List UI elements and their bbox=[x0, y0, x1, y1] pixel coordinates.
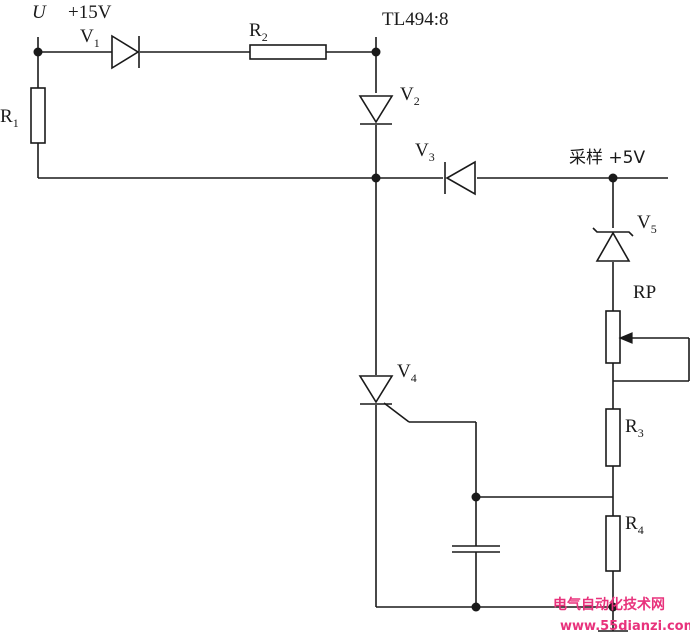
label-v4: V4 bbox=[397, 361, 417, 385]
watermark-url: www.55dianzi.com bbox=[560, 619, 690, 634]
label-r2: R2 bbox=[249, 20, 268, 44]
diode-v2 bbox=[358, 95, 394, 125]
label-rp: RP bbox=[633, 282, 656, 303]
label-r4: R4 bbox=[625, 513, 644, 537]
label-plus15v: +15V bbox=[68, 2, 112, 23]
label-r3: R3 bbox=[625, 416, 644, 440]
thyristor-v4 bbox=[358, 375, 394, 405]
label-tl494: TL494:8 bbox=[382, 9, 449, 30]
resistor-r3 bbox=[605, 408, 621, 467]
potentiometer-rp bbox=[605, 310, 633, 364]
diode-v1 bbox=[111, 34, 140, 70]
resistor-r1 bbox=[30, 87, 46, 144]
label-v2: V2 bbox=[400, 84, 420, 108]
watermark-title: 电气自动化技术网 bbox=[553, 596, 665, 613]
label-r1: R1 bbox=[0, 106, 19, 130]
capacitor bbox=[452, 545, 500, 553]
resistor-r2 bbox=[249, 44, 327, 60]
resistor-r4 bbox=[605, 515, 621, 572]
diode-v3 bbox=[444, 160, 476, 196]
label-sampling: 采样 +5V bbox=[569, 148, 645, 168]
label-v5: V5 bbox=[637, 212, 657, 236]
junction-dots bbox=[33, 47, 618, 612]
label-v3: V3 bbox=[415, 140, 435, 164]
label-u: U bbox=[32, 2, 47, 23]
label-v1: V1 bbox=[80, 26, 100, 50]
wires bbox=[37, 37, 690, 632]
zener-v5 bbox=[592, 227, 634, 262]
